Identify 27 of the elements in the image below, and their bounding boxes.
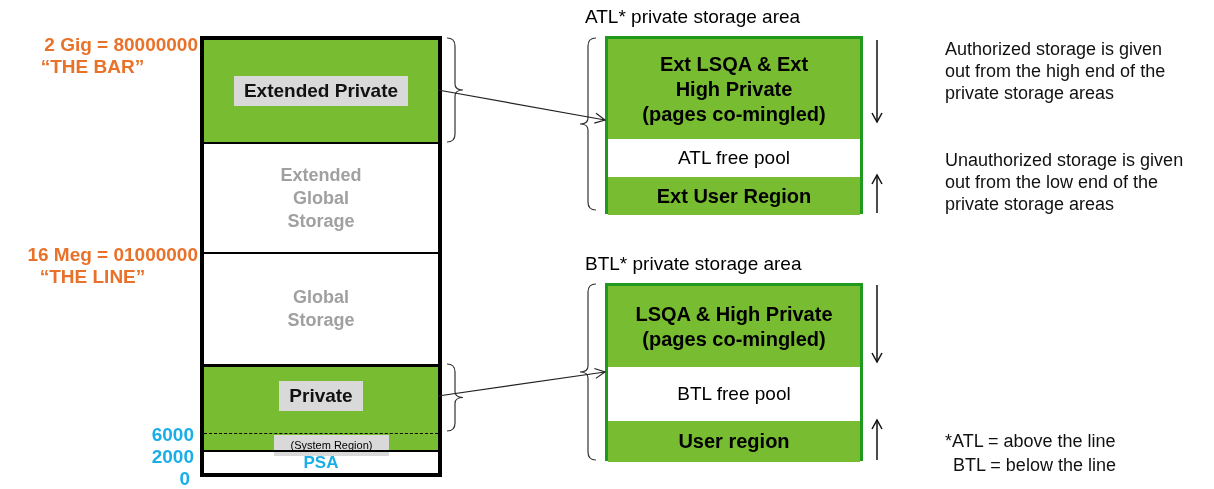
address-label: “THE LINE” bbox=[38, 266, 147, 288]
storage-section: Ext User Region bbox=[608, 177, 860, 215]
region-name: PSA bbox=[303, 453, 339, 472]
address-label: 0 bbox=[178, 468, 190, 489]
region-name: Global Storage bbox=[286, 286, 356, 332]
memory-region-band bbox=[204, 40, 438, 144]
memory-map-column bbox=[200, 36, 442, 477]
address-label: 2000 bbox=[150, 446, 194, 468]
storage-section: LSQA & High Private (pages co-mingled) bbox=[608, 286, 860, 367]
arrow bbox=[437, 89, 606, 124]
region-label: Private bbox=[279, 381, 363, 411]
region-label: Extended Private bbox=[233, 76, 409, 106]
address-label: “THE BAR” bbox=[39, 56, 146, 78]
note-text: Authorized storage is given out from the high end of the private storage areas bbox=[945, 38, 1167, 104]
arrow bbox=[437, 367, 606, 397]
note-text: BTL = below the line bbox=[953, 454, 1117, 476]
area-heading: ATL* private storage area bbox=[585, 6, 802, 28]
storage-section: Ext LSQA & Ext High Private (pages co-mingled) bbox=[608, 39, 860, 139]
storage-section: User region bbox=[608, 421, 860, 462]
region-label: (System Region) bbox=[274, 435, 389, 456]
area-heading: BTL* private storage area bbox=[585, 253, 803, 275]
note-text: *ATL = above the line bbox=[945, 430, 1117, 452]
note-text: Unauthorized storage is given out from the low end of the private storage areas bbox=[945, 149, 1185, 215]
address-label: 16 Meg = 01000000 bbox=[26, 244, 198, 266]
region-name: Extended Global Storage bbox=[279, 163, 363, 233]
address-label: 6000 bbox=[150, 424, 194, 446]
address-label: 2 Gig = 80000000 bbox=[43, 34, 198, 56]
